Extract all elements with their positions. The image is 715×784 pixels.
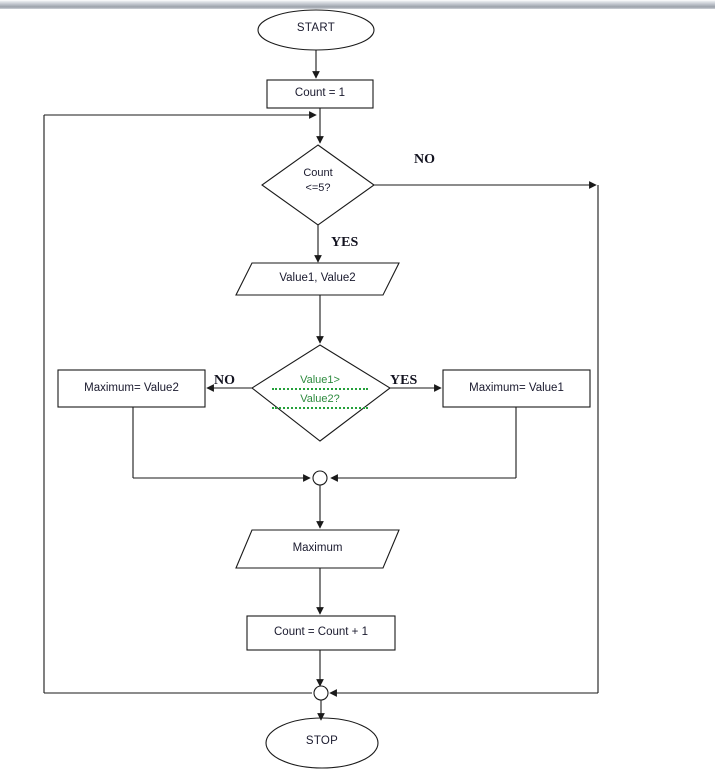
window-top-banner [0,0,715,9]
node-compare-shape [251,344,391,442]
node-max-value1-shape [442,369,591,408]
node-stop-shape [265,717,379,769]
node-loop-test-shape [261,144,375,226]
node-merge-exit-shape [313,685,329,701]
node-merge-branch-shape [312,470,328,486]
node-read-values-shape [235,262,400,296]
node-start-shape [257,9,375,51]
node-print-max-shape [235,529,400,569]
node-increment-shape [246,615,396,651]
node-max-value2-shape [57,369,206,408]
node-init-count-shape [266,79,374,109]
